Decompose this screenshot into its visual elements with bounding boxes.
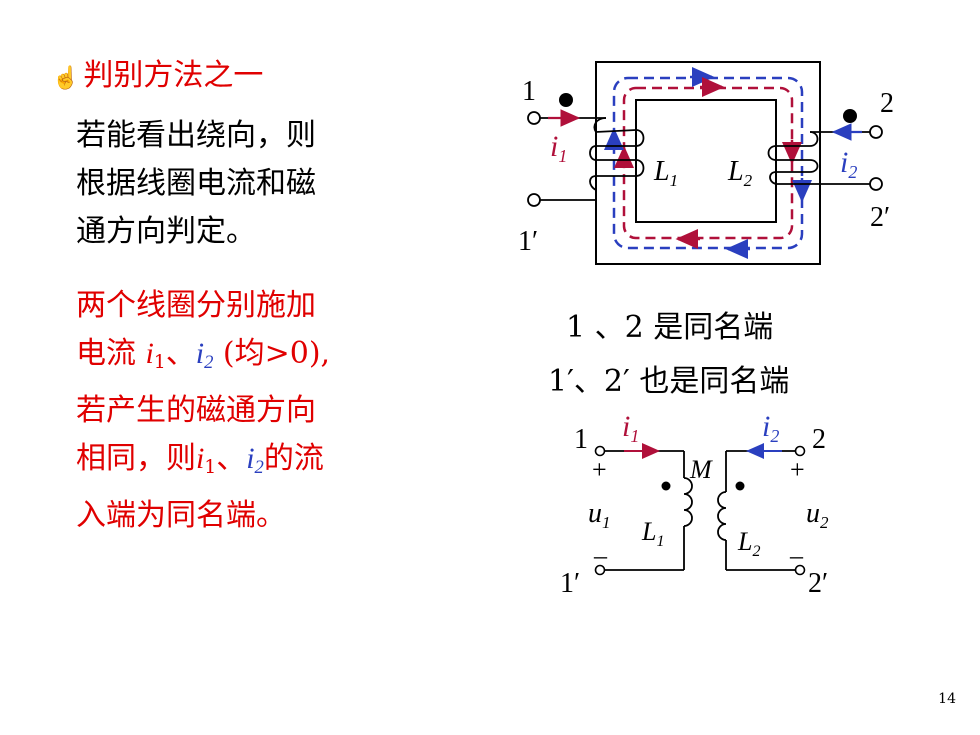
svg-text:1: 1 [574, 424, 588, 455]
heading-text: 判别方法之一 [83, 58, 264, 93]
para2-line2: 电流 i1、i2 (均>0), [76, 336, 331, 374]
svg-text:u2: u2 [806, 498, 829, 532]
svg-text:u1: u1 [588, 498, 611, 532]
svg-text:1′: 1′ [560, 568, 580, 599]
para1-line: 若能看出绕向，则 [76, 118, 316, 153]
svg-text:+: + [790, 455, 805, 484]
svg-text:1: 1 [522, 76, 536, 107]
svg-text:1′: 1′ [518, 226, 538, 257]
pointing-hand-icon: ☝ [52, 66, 80, 91]
dot-marker-icon [735, 481, 745, 491]
para1-line: 通方向判定。 [76, 214, 256, 249]
dot-marker-icon [661, 481, 671, 491]
para2-line3: 若产生的磁通方向 [76, 393, 316, 429]
svg-text:L1: L1 [653, 156, 678, 190]
svg-text:M: M [689, 455, 713, 484]
paragraph-rule: 两个线圈分别施加 电流 i1、i2 (均>0), 若产生的磁通方向 相同，则i1… [76, 282, 330, 540]
page-number: 14 [938, 691, 956, 707]
para2-line1: 两个线圈分别施加 [76, 288, 316, 323]
caption-same-terminal-1-2: 1 、2 是同名端 [566, 310, 774, 345]
svg-text:–: – [789, 541, 804, 570]
svg-text:+: + [592, 455, 607, 484]
svg-text:L2: L2 [727, 156, 753, 190]
svg-text:L2: L2 [737, 527, 760, 560]
svg-text:2: 2 [812, 424, 826, 455]
svg-text:i1: i1 [622, 410, 639, 446]
svg-text:–: – [593, 541, 608, 570]
para1-line: 根据线圈电流和磁 [76, 166, 316, 201]
svg-text:i2: i2 [762, 410, 779, 446]
svg-text:i2: i2 [840, 146, 857, 182]
svg-text:L1: L1 [641, 517, 664, 550]
para2-line5: 入端为同名端。 [76, 498, 286, 534]
paragraph-method: 若能看出绕向，则 根据线圈电流和磁 通方向判定。 [76, 112, 316, 256]
dot-marker-icon [843, 109, 857, 123]
para2-line4: 相同，则i1、i2的流 [76, 441, 324, 479]
svg-text:2′: 2′ [808, 568, 828, 599]
svg-text:2: 2 [880, 88, 894, 119]
svg-text:2′: 2′ [870, 202, 890, 233]
caption-same-terminal-1p-2p: 1′、2′ 也是同名端 [548, 364, 790, 399]
dot-marker-icon [559, 93, 573, 107]
svg-text:i1: i1 [550, 130, 567, 166]
section-heading: ☝判别方法之一 [52, 50, 263, 94]
